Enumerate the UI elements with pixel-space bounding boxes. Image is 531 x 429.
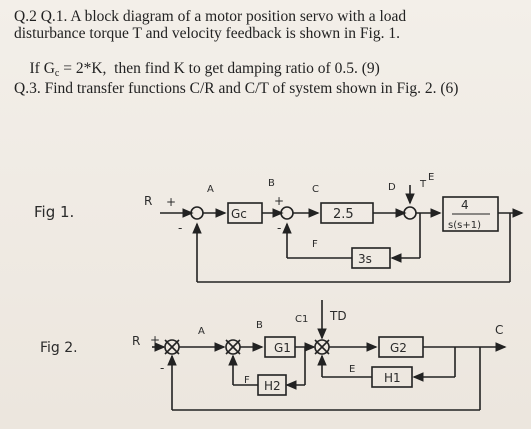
fig1-summing-junction-1	[190, 206, 204, 220]
fig2-sign-minus: -	[160, 361, 164, 375]
fig2-label-c1: C1	[295, 314, 308, 325]
fig2-label-a: A	[198, 326, 205, 337]
fig2-labels: Fig 2. R + - A B G1 C1 TD G2 E H1 F H2 C	[40, 309, 503, 393]
question-line-3: If Gc = 2*K, then find K to get damping …	[14, 43, 380, 99]
fig2-sign-plus: +	[150, 333, 160, 347]
fig1-gc-text: Gc	[231, 207, 247, 221]
fig2-h1-text: H1	[384, 371, 401, 385]
fig1-3s-text: 3s	[358, 252, 372, 266]
fig1-sign-plus-2: +	[274, 194, 284, 208]
fig2-label-td: TD	[329, 309, 347, 323]
fig2-label-c: C	[495, 323, 503, 337]
fig1-diagram	[160, 185, 524, 283]
fig2-h2-text: H2	[264, 379, 281, 393]
fig1-label-b: B	[268, 178, 275, 189]
fig1-plant-num: 4	[461, 198, 469, 212]
fig1-label-e: E	[428, 172, 434, 183]
fig2-caption: Fig 2.	[40, 340, 78, 356]
fig1-sign-plus: +	[166, 195, 176, 209]
question-line-1: Q.2 Q.1. A block diagram of a motor posi…	[14, 8, 407, 25]
fig1-label-c: C	[312, 184, 319, 195]
question-line-3-start: If G	[29, 60, 55, 77]
gc-subscript: c	[54, 68, 60, 79]
fig2-label-e: E	[349, 364, 355, 375]
fig1-label-f: F	[312, 239, 318, 250]
fig2-label-r: R	[132, 334, 140, 348]
fig1-labels: Fig 1. R + - A Gc B + - C 2.5 F 3s D T E…	[34, 172, 490, 266]
fig1-label-d: D	[388, 182, 396, 193]
fig1-sign-minus-2: -	[277, 221, 281, 235]
fig1-sign-minus: -	[178, 221, 182, 235]
fig1-block-plant	[442, 196, 499, 232]
fig2-label-b: B	[256, 320, 263, 331]
fig1-label-a: A	[207, 184, 214, 195]
fig2-label-f: F	[244, 375, 250, 386]
fig1-plant-den: s(s+1)	[448, 220, 481, 231]
fig2-diagram	[152, 300, 507, 411]
fig1-label-r: R	[144, 194, 152, 208]
fig1-summing-junction-2	[280, 206, 294, 220]
question-line-3-end: = 2*K, then find K to get damping ratio …	[59, 60, 380, 77]
question-q3: Q.3. Find transfer functions C/R and C/T…	[14, 80, 459, 97]
fig1-label-t: T	[419, 179, 427, 190]
question-line-2: disturbance torque T and velocity feedba…	[14, 25, 400, 42]
fig2-g2-text: G2	[390, 341, 407, 355]
fig2-g1-text: G1	[274, 341, 291, 355]
fig1-caption: Fig 1.	[34, 203, 74, 221]
fig1-summing-junction-3	[403, 206, 417, 220]
fig1-gain-text: 2.5	[333, 207, 354, 222]
